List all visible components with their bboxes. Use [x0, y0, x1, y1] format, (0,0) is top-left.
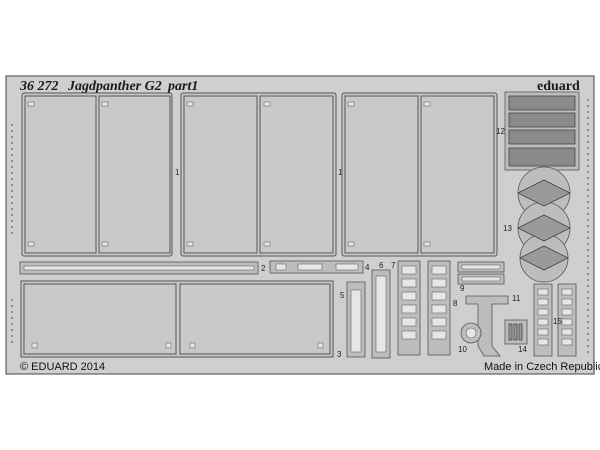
part-number-1b: 1 — [338, 168, 343, 177]
part-label: part1 — [167, 79, 198, 94]
part-5-ladder-strip — [346, 281, 366, 358]
right-edge-dots — [587, 99, 589, 353]
brand-logo-text: eduard — [537, 79, 580, 94]
part-number-9: 9 — [460, 284, 465, 293]
part-1-group-b — [180, 92, 337, 257]
part-number-6: 6 — [379, 261, 384, 270]
kit-number: 36 272 — [19, 79, 59, 94]
part-number-2: 2 — [261, 264, 266, 273]
part-7-bracket-column — [397, 260, 421, 356]
part-number-15: 15 — [553, 317, 562, 326]
part-1-group-c — [341, 92, 498, 257]
part-4-hinged-strip — [269, 260, 364, 274]
part-number-13: 13 — [503, 224, 512, 233]
left-edge-dots — [11, 124, 13, 343]
part-number-3: 3 — [337, 350, 342, 359]
part-number-8: 8 — [453, 299, 458, 308]
part-number-14: 14 — [518, 345, 527, 354]
kit-name: Jagdpanther G2 — [67, 79, 162, 94]
part-number-4: 4 — [365, 263, 370, 272]
part-number-5: 5 — [340, 291, 345, 300]
part-8-bracket-column — [427, 260, 451, 356]
part-2-long-strip — [19, 261, 259, 275]
part-number-12: 12 — [496, 127, 505, 136]
part-3-lower-panels — [20, 280, 334, 358]
part-1-group-a — [21, 92, 173, 257]
part-9-hinge-strips — [457, 261, 505, 285]
part-15-bracket-columns — [533, 283, 577, 357]
part-6-ladder-strip — [371, 269, 391, 359]
part-number-10: 10 — [458, 345, 467, 354]
part-number-1a: 1 — [175, 168, 180, 177]
part-11-t-bracket — [465, 295, 509, 357]
part-12-mesh-grilles — [504, 91, 580, 171]
origin-text: Made in Czech Republic — [484, 361, 600, 373]
part-14-grille — [504, 319, 528, 345]
copyright-text: © EDUARD 2014 — [20, 361, 105, 373]
part-number-11: 11 — [512, 294, 521, 303]
part-number-7: 7 — [391, 261, 396, 270]
part-13-diamond-panels — [517, 166, 571, 283]
part-10-ring — [460, 322, 482, 344]
